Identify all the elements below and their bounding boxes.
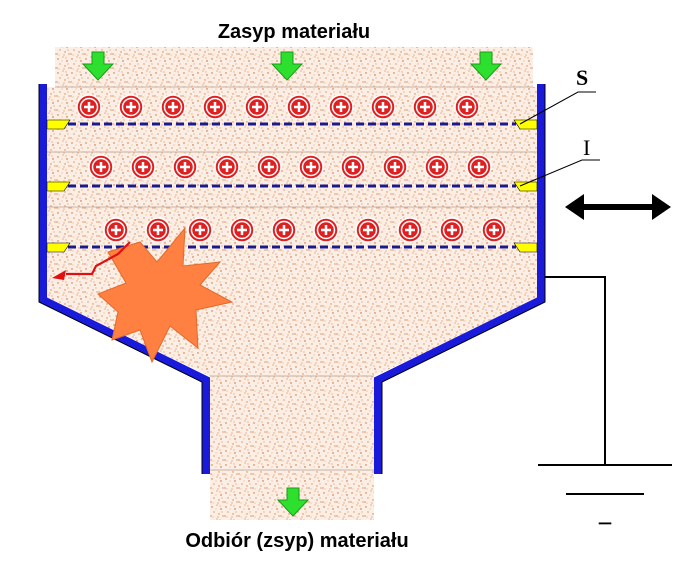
charge-icon bbox=[214, 154, 240, 180]
title-top: Zasyp materiału bbox=[218, 21, 370, 43]
down-arrow-icon bbox=[276, 487, 310, 517]
down-arrow-icon bbox=[469, 51, 503, 81]
double-arrow-icon bbox=[565, 194, 671, 220]
title-bottom: Odbiór (zsyp) materiału bbox=[185, 530, 408, 552]
charge-icon bbox=[454, 94, 480, 120]
charge-icon bbox=[202, 94, 228, 120]
spark-icon bbox=[97, 226, 234, 364]
leader-lines bbox=[519, 91, 600, 187]
charge-icon bbox=[370, 94, 396, 120]
charge-icon bbox=[298, 154, 324, 180]
down-arrow-icon bbox=[81, 51, 115, 81]
charge-icon bbox=[118, 94, 144, 120]
charge-icon bbox=[76, 94, 102, 120]
charge-icon bbox=[481, 217, 507, 243]
mesh-electrode-row-1 bbox=[46, 119, 538, 130]
charge-icon bbox=[397, 217, 423, 243]
charge-icon bbox=[271, 217, 297, 243]
charge-icon bbox=[172, 154, 198, 180]
charge-icon bbox=[466, 154, 492, 180]
charge-icon bbox=[187, 217, 213, 243]
positive-charges bbox=[76, 94, 507, 243]
charge-icon bbox=[103, 217, 129, 243]
charge-icon bbox=[355, 217, 381, 243]
charge-icon bbox=[244, 94, 270, 120]
charge-icon bbox=[145, 217, 171, 243]
hopper-wall bbox=[38, 84, 546, 474]
charge-icon bbox=[130, 154, 156, 180]
charge-icon bbox=[412, 94, 438, 120]
charge-icon bbox=[328, 94, 354, 120]
mesh-electrode-row-2 bbox=[46, 181, 538, 192]
flow-arrows bbox=[81, 51, 503, 517]
label-s: S bbox=[576, 65, 588, 90]
ground-symbol: − bbox=[597, 508, 612, 538]
charge-icon bbox=[286, 94, 312, 120]
charge-icon bbox=[439, 217, 465, 243]
down-arrow-icon bbox=[270, 51, 304, 81]
charge-icon bbox=[88, 154, 114, 180]
ground-icon bbox=[538, 276, 672, 495]
charge-icon bbox=[160, 94, 186, 120]
charge-icon bbox=[382, 154, 408, 180]
charge-icon bbox=[340, 154, 366, 180]
discharge-icon bbox=[52, 241, 131, 280]
charge-icon bbox=[424, 154, 450, 180]
charge-icon bbox=[313, 217, 339, 243]
label-i: I bbox=[583, 135, 590, 160]
charge-icon bbox=[229, 217, 255, 243]
charge-icon bbox=[256, 154, 282, 180]
